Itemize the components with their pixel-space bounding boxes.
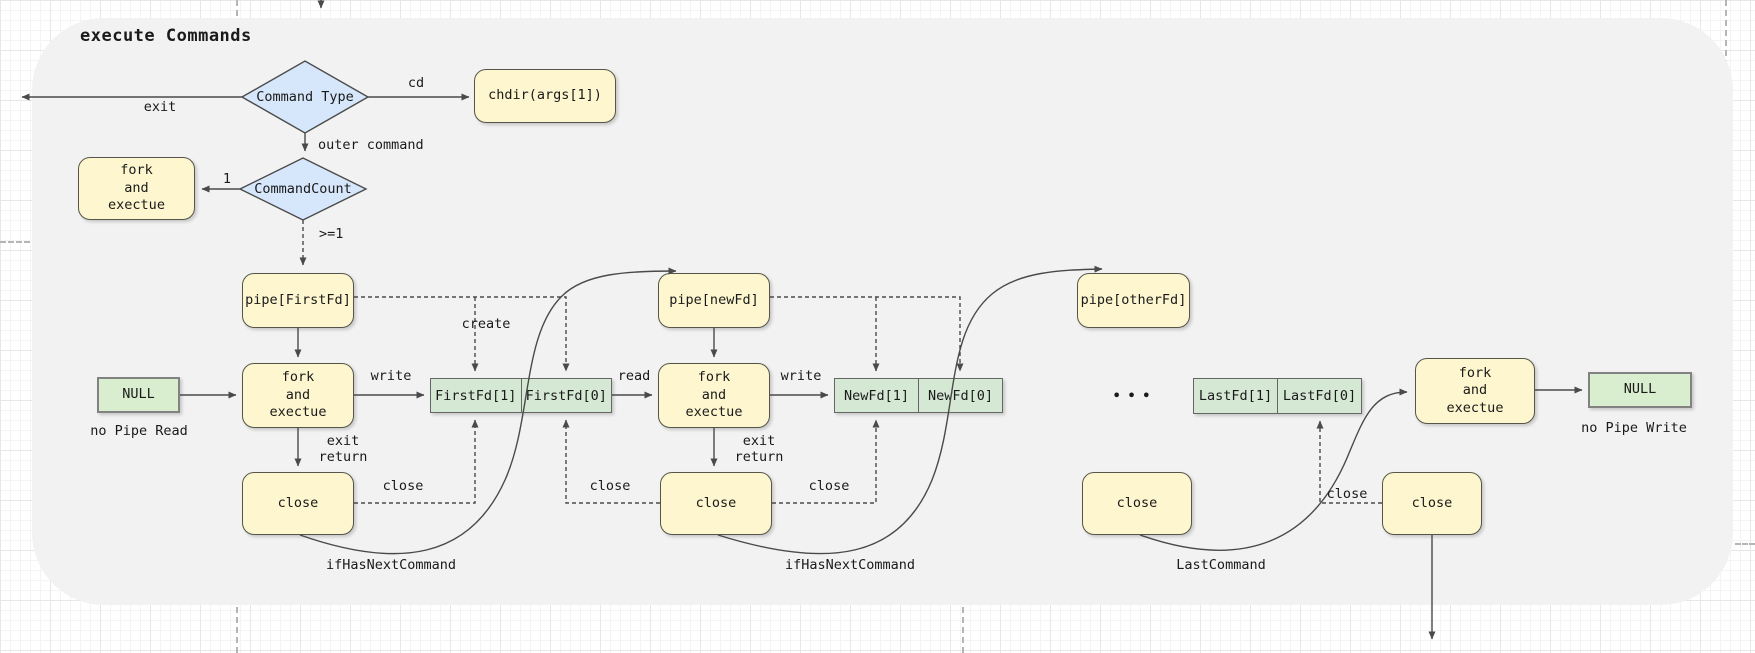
label-exit-return-2: exit return — [734, 433, 784, 465]
cell-firstfd-0: FirstFd[0] — [520, 379, 612, 412]
label-last-command: LastCommand — [1176, 557, 1266, 573]
cell-firstfd-1: FirstFd[1] — [435, 387, 517, 404]
node-null-left: NULL — [97, 377, 180, 413]
cell-newfd-0: NewFd[0] — [918, 379, 1002, 412]
fd-table-first: FirstFd[1] FirstFd[0] — [430, 378, 612, 413]
node-fork-exec-stage1: fork and exectue — [242, 363, 354, 428]
label-if-has-next-2: ifHasNextCommand — [784, 557, 916, 573]
label-read: read — [617, 368, 651, 384]
node-chdir: chdir(args[1]) — [474, 69, 616, 123]
label-write-1: write — [370, 368, 412, 384]
label-cd: cd — [407, 75, 425, 91]
page-guide-horizontal-right — [1735, 543, 1755, 545]
label-no-pipe-read: no Pipe Read — [90, 423, 188, 439]
label-create: create — [461, 316, 511, 332]
node-command-type-label: Command Type — [256, 89, 354, 105]
label-if-has-next-1: ifHasNextCommand — [325, 557, 457, 573]
node-fork-exec-single: fork and exectue — [78, 157, 195, 220]
diagram-title: execute Commands — [80, 26, 252, 46]
page-guide-vertical-bottom-mid — [962, 607, 964, 653]
fd-table-last: LastFd[1] LastFd[0] — [1193, 378, 1362, 414]
page-guide-horizontal-left — [0, 241, 30, 243]
node-close-stage1: close — [242, 472, 354, 535]
label-gte-one: >=1 — [319, 226, 344, 242]
fd-table-new: NewFd[1] NewFd[0] — [834, 378, 1003, 413]
node-pipe-otherfd: pipe[otherFd] — [1077, 273, 1190, 328]
label-close-c: close — [808, 478, 850, 494]
label-close-a: close — [382, 478, 424, 494]
label-exit: exit — [143, 99, 177, 115]
node-pipe-firstfd: pipe[FirstFd] — [242, 273, 354, 328]
cell-lastfd-1: LastFd[1] — [1198, 388, 1273, 404]
label-one: 1 — [222, 171, 232, 187]
label-close-b: close — [589, 478, 631, 494]
label-outer-command: outer command — [318, 137, 424, 153]
node-command-count-label: CommandCount — [254, 181, 352, 197]
node-fork-exec-stage2: fork and exectue — [658, 363, 770, 428]
ellipsis-dots: ••• — [1112, 388, 1158, 404]
label-no-pipe-write: no Pipe Write — [1581, 420, 1687, 436]
node-close-last: close — [1382, 472, 1482, 535]
node-fork-exec-last: fork and exectue — [1415, 358, 1535, 424]
page-guide-vertical-bottom-left — [236, 607, 238, 653]
node-close-stage2: close — [660, 472, 772, 535]
node-null-right: NULL — [1588, 372, 1692, 408]
cell-newfd-1: NewFd[1] — [843, 387, 910, 404]
page-guide-vertical-top-right — [1725, 0, 1727, 66]
label-write-2: write — [780, 368, 822, 384]
node-close-stage3: close — [1082, 472, 1192, 535]
node-pipe-newfd: pipe[newFd] — [658, 273, 770, 328]
label-close-d: close — [1326, 486, 1368, 502]
page-guide-vertical-top-left — [236, 0, 238, 16]
label-exit-return-1: exit return — [318, 433, 368, 465]
cell-lastfd-0: LastFd[0] — [1277, 379, 1361, 413]
